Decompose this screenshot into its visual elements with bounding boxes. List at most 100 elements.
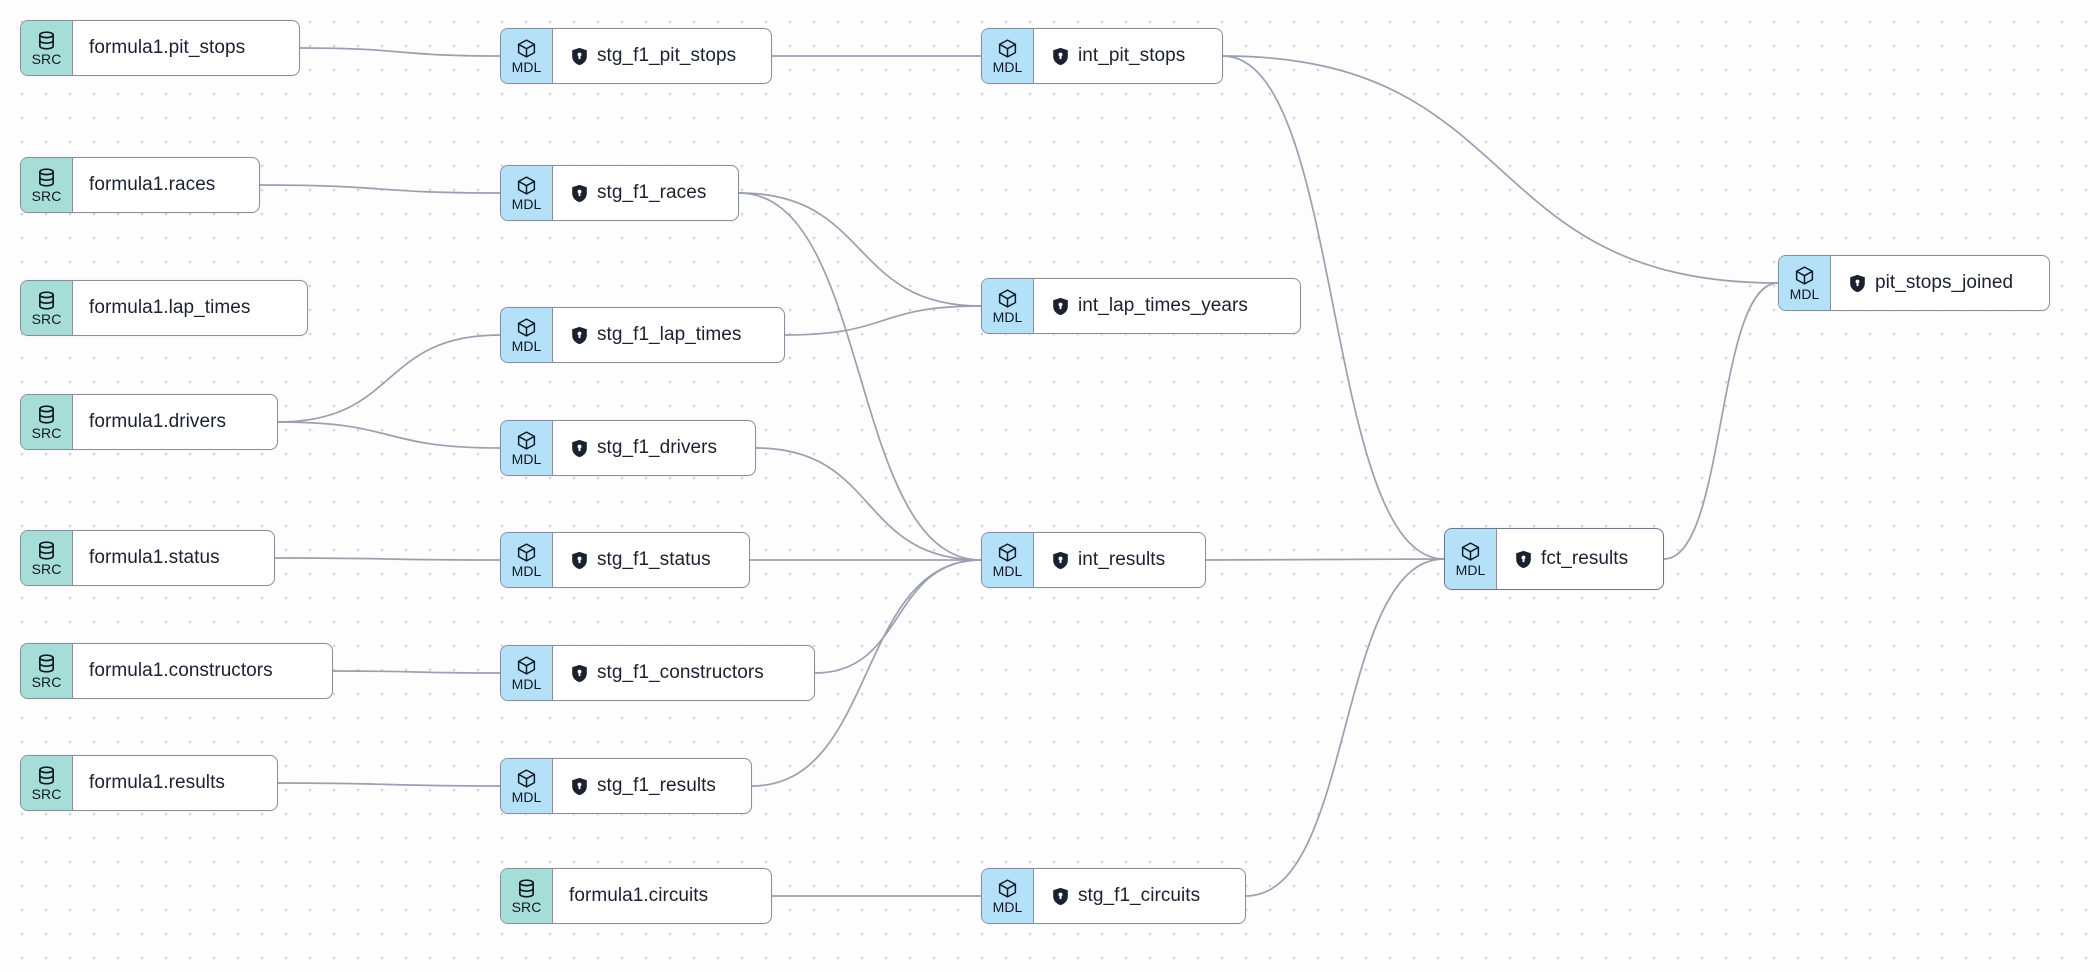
- database-icon: [36, 653, 57, 674]
- badge-label: SRC: [31, 425, 62, 441]
- edge-src_drivers-to-stg_lap_times: [277, 334, 501, 423]
- shield-icon: [1052, 297, 1069, 316]
- graph-node-stg_circuits[interactable]: MDL stg_f1_circuits: [981, 868, 1246, 924]
- graph-node-src_drivers[interactable]: SRC formula1.drivers: [20, 394, 278, 450]
- badge-label: SRC: [31, 311, 62, 327]
- graph-node-stg_results[interactable]: MDL stg_f1_results: [500, 758, 752, 814]
- node-body: formula1.constructors: [73, 644, 332, 698]
- mdl-badge: MDL: [501, 29, 553, 83]
- badge-label: MDL: [511, 563, 542, 579]
- edge-stg_races-to-int_lap_times_years: [738, 192, 982, 307]
- graph-node-src_pit_stops[interactable]: SRC formula1.pit_stops: [20, 20, 300, 76]
- node-body: formula1.pit_stops: [73, 21, 299, 75]
- cube-icon: [1460, 541, 1481, 562]
- node-label: int_pit_stops: [1078, 45, 1186, 66]
- node-body: int_results: [1034, 533, 1205, 587]
- badge-label: SRC: [31, 674, 62, 690]
- shield-icon: [1849, 274, 1866, 293]
- edge-stg_constructors-to-int_results: [814, 559, 982, 674]
- node-label: pit_stops_joined: [1875, 272, 2014, 293]
- cube-icon: [516, 768, 537, 789]
- node-label: formula1.results: [89, 772, 225, 793]
- graph-node-src_circuits[interactable]: SRC formula1.circuits: [500, 868, 772, 924]
- node-body: fct_results: [1497, 529, 1663, 589]
- edge-fct_results-to-pit_stops_joined: [1663, 282, 1779, 560]
- badge-label: SRC: [31, 51, 62, 67]
- edge-stg_circuits-to-fct_results: [1245, 558, 1445, 897]
- node-body: formula1.circuits: [553, 869, 771, 923]
- edge-int_results-to-fct_results: [1205, 558, 1445, 561]
- node-label: formula1.constructors: [89, 660, 273, 681]
- shield-icon: [571, 439, 588, 458]
- mdl-badge: MDL: [982, 29, 1034, 83]
- badge-label: MDL: [511, 59, 542, 75]
- node-label: fct_results: [1541, 548, 1629, 569]
- cube-icon: [516, 655, 537, 676]
- node-body: formula1.drivers: [73, 395, 277, 449]
- graph-node-int_pit_stops[interactable]: MDL int_pit_stops: [981, 28, 1223, 84]
- node-label: stg_f1_circuits: [1078, 885, 1201, 906]
- mdl-badge: MDL: [501, 759, 553, 813]
- node-label: stg_f1_races: [597, 182, 707, 203]
- src-badge: SRC: [501, 869, 553, 923]
- edge-src_results-to-stg_results: [277, 782, 501, 787]
- node-label: stg_f1_drivers: [597, 437, 718, 458]
- graph-node-src_results[interactable]: SRC formula1.results: [20, 755, 278, 811]
- shield-icon: [571, 664, 588, 683]
- edge-stg_races-to-int_results: [738, 192, 982, 561]
- database-icon: [36, 290, 57, 311]
- graph-node-src_constructors[interactable]: SRC formula1.constructors: [20, 643, 333, 699]
- src-badge: SRC: [21, 756, 73, 810]
- cube-icon: [997, 288, 1018, 309]
- node-label: formula1.pit_stops: [89, 37, 246, 58]
- database-icon: [36, 167, 57, 188]
- badge-label: MDL: [1455, 562, 1486, 578]
- database-icon: [36, 540, 57, 561]
- shield-icon: [571, 47, 588, 66]
- src-badge: SRC: [21, 531, 73, 585]
- cube-icon: [516, 175, 537, 196]
- cube-icon: [516, 317, 537, 338]
- graph-node-stg_status[interactable]: MDL stg_f1_status: [500, 532, 750, 588]
- mdl-badge: MDL: [501, 533, 553, 587]
- badge-label: SRC: [511, 899, 542, 915]
- node-body: stg_f1_lap_times: [553, 308, 784, 362]
- cube-icon: [997, 542, 1018, 563]
- node-body: int_lap_times_years: [1034, 279, 1300, 333]
- node-body: stg_f1_results: [553, 759, 751, 813]
- cube-icon: [1794, 265, 1815, 286]
- database-icon: [36, 765, 57, 786]
- node-body: stg_f1_status: [553, 533, 749, 587]
- badge-label: MDL: [511, 338, 542, 354]
- graph-node-stg_lap_times[interactable]: MDL stg_f1_lap_times: [500, 307, 785, 363]
- badge-label: MDL: [992, 59, 1023, 75]
- node-label: stg_f1_results: [597, 775, 716, 796]
- graph-node-src_lap_times[interactable]: SRC formula1.lap_times: [20, 280, 308, 336]
- node-label: int_results: [1078, 549, 1166, 570]
- edge-src_drivers-to-stg_drivers: [277, 421, 501, 449]
- graph-node-stg_drivers[interactable]: MDL stg_f1_drivers: [500, 420, 756, 476]
- shield-icon: [571, 551, 588, 570]
- node-label: formula1.races: [89, 174, 216, 195]
- mdl-badge: MDL: [501, 421, 553, 475]
- badge-label: MDL: [992, 899, 1023, 915]
- shield-icon: [571, 777, 588, 796]
- node-body: pit_stops_joined: [1831, 256, 2049, 310]
- badge-label: MDL: [511, 789, 542, 805]
- node-label: formula1.drivers: [89, 411, 227, 432]
- graph-node-fct_results[interactable]: MDL fct_results: [1444, 528, 1664, 590]
- shield-icon: [1052, 887, 1069, 906]
- badge-label: MDL: [511, 676, 542, 692]
- mdl-badge: MDL: [982, 279, 1034, 333]
- shield-icon: [571, 184, 588, 203]
- node-label: formula1.lap_times: [89, 297, 251, 318]
